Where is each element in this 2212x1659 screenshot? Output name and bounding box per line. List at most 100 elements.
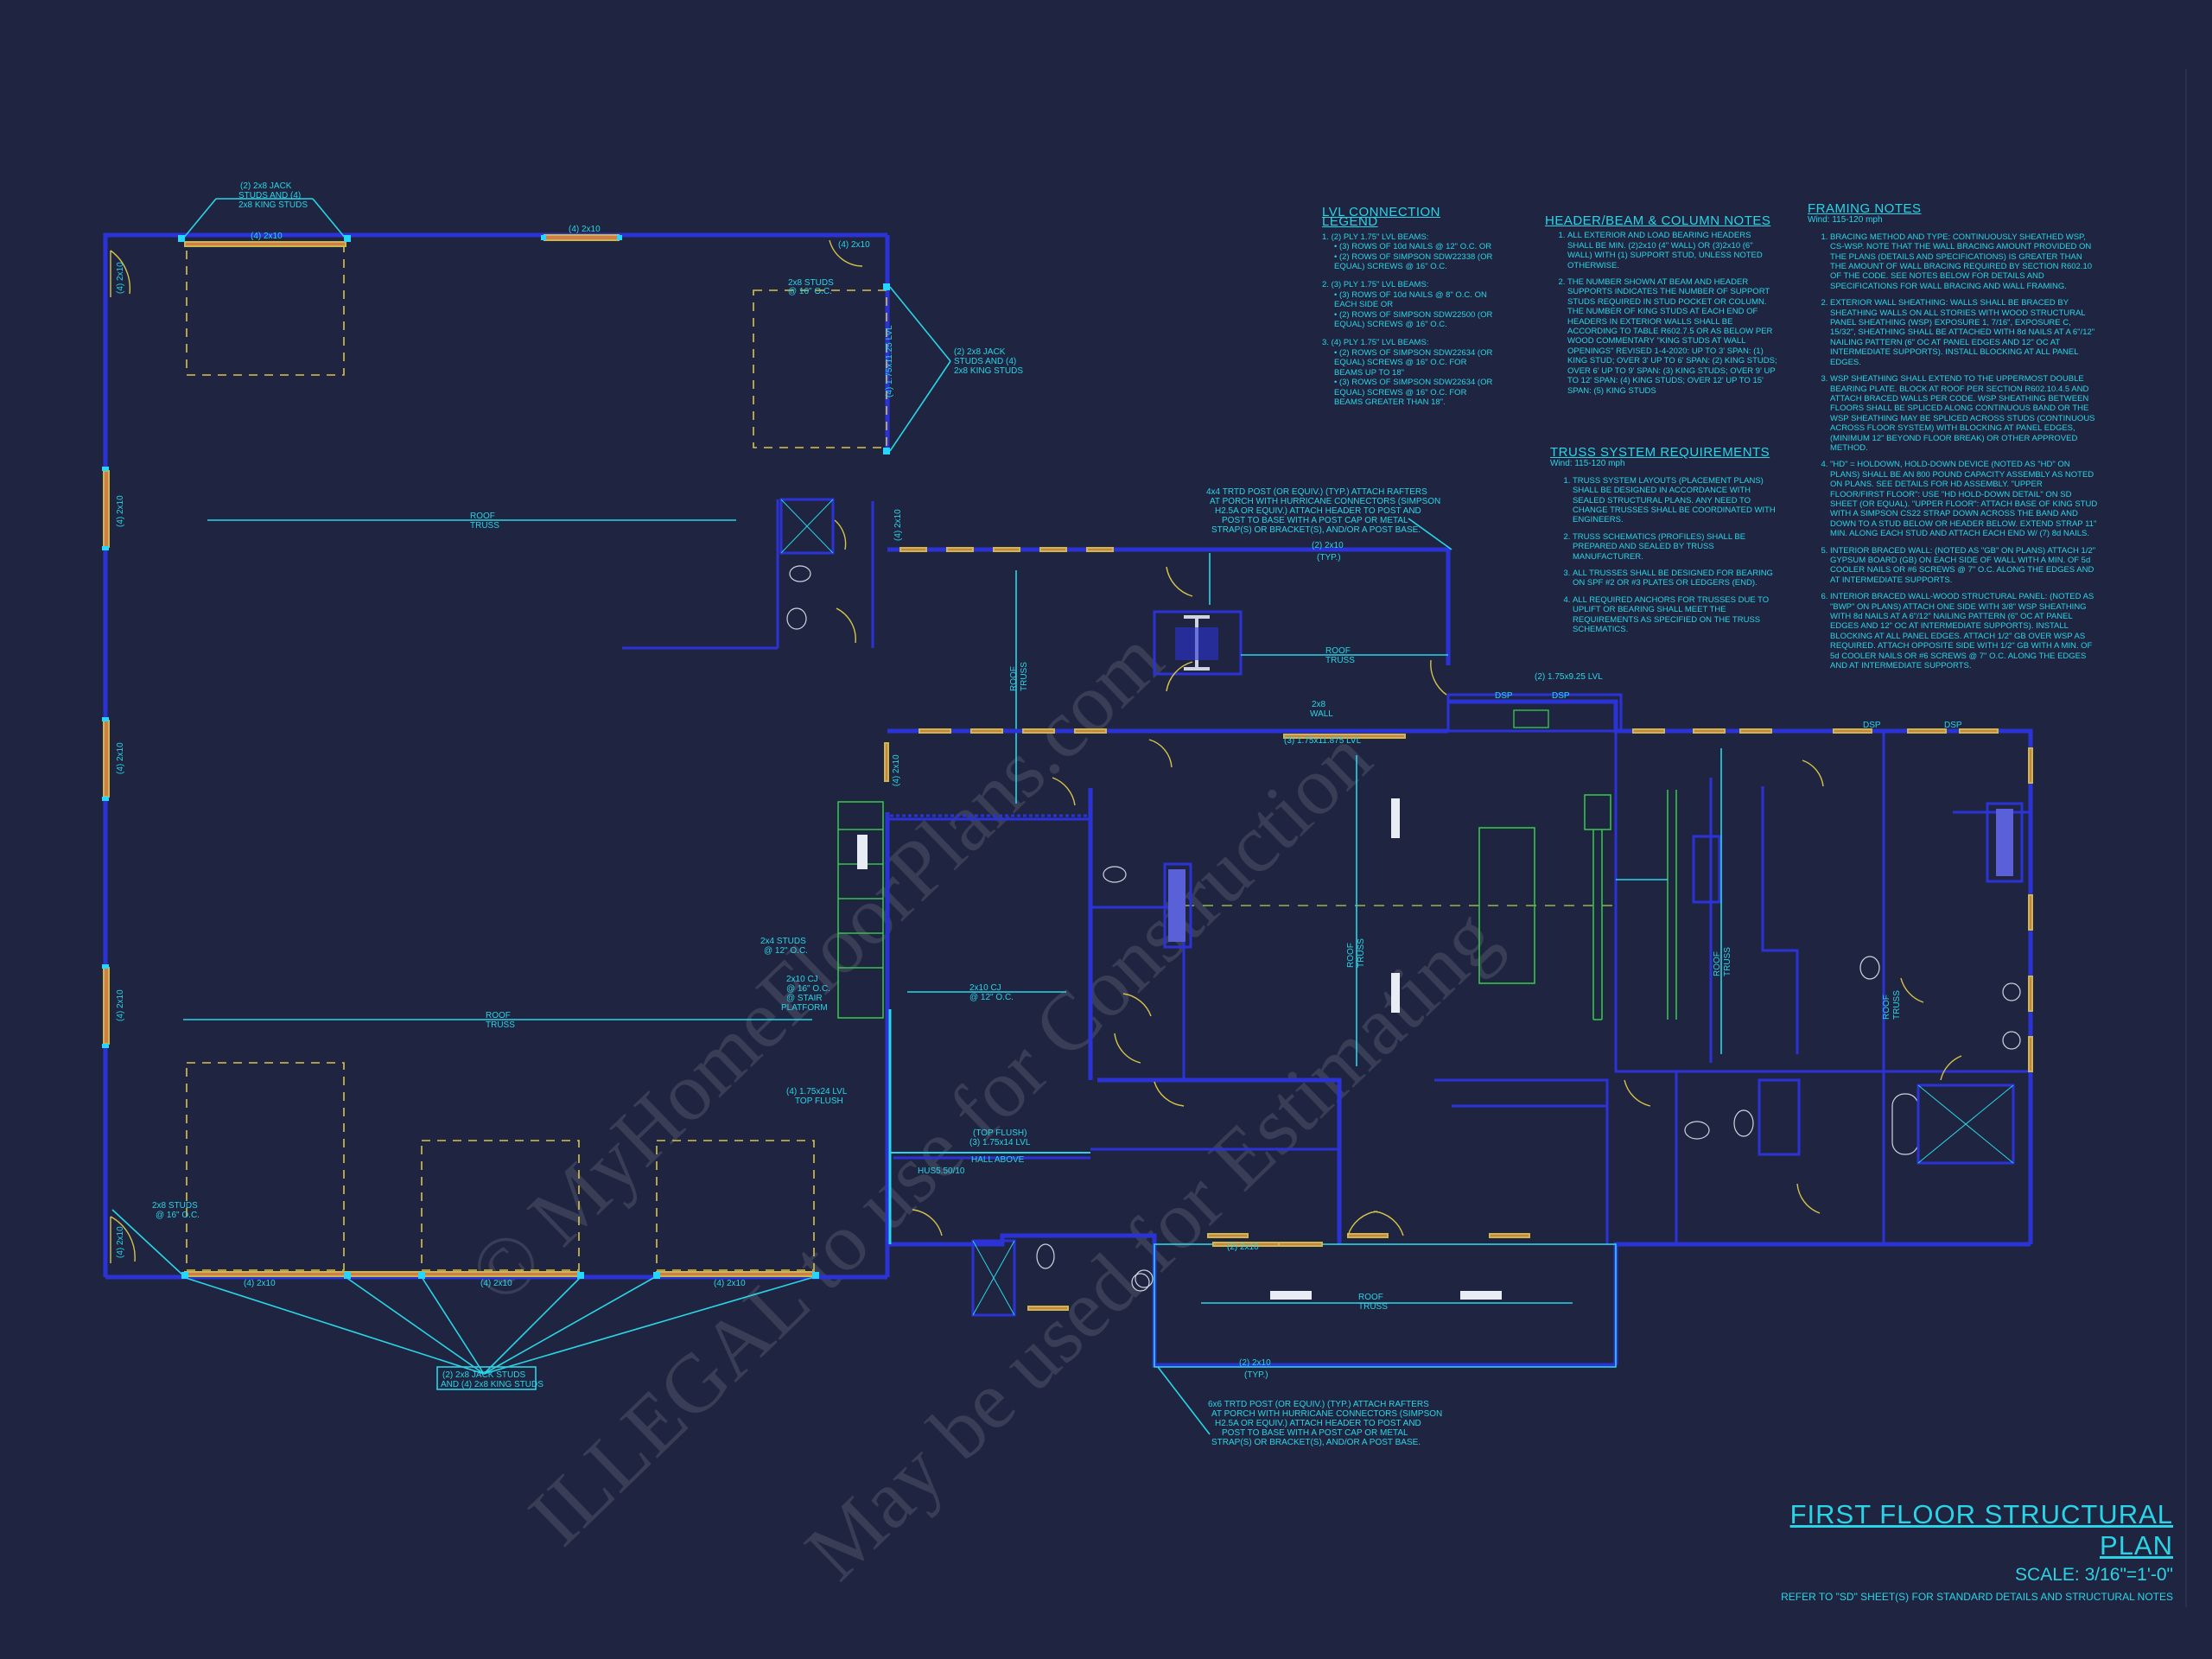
jack-right-l2: STUDS AND (4): [954, 357, 1016, 366]
porch-hdr-top-2: (TYP.): [1317, 553, 1341, 563]
jack-top-l3: 2x8 KING STUDS: [238, 200, 308, 210]
porch-hdr-top-1: (2) 2x10: [1312, 541, 1344, 550]
porch-post-top-5: STRAP(S) OR BRACKET(S), AND/OR A POST BA…: [1211, 525, 1421, 535]
framing-note-2: EXTERIOR WALL SHEATHING: WALLS SHALL BE …: [1830, 298, 2098, 367]
porch-post-top-1: 4x4 TRTD POST (OR EQUIV.) (TYP.) ATTACH …: [1206, 487, 1427, 497]
jack-bottom-2: AND (4) 2x8 KING STUDS: [441, 1380, 543, 1389]
lvl-2-ply: (2) 1.75x9.25 LVL: [1535, 672, 1603, 682]
dsp-3: DSP: [1863, 721, 1881, 730]
studs-bot-2: @ 16" O.C.: [156, 1211, 200, 1220]
porch-post-top-4: POST TO BASE WITH A POST CAP OR METAL: [1222, 516, 1408, 525]
framing-note-3: WSP SHEATHING SHALL EXTEND TO THE UPPERM…: [1830, 374, 2098, 453]
garage-openings: [103, 234, 815, 1277]
porch-header-1: (2) 2x10: [1227, 1243, 1259, 1252]
roof-truss-8b: TRUSS: [1358, 1302, 1388, 1312]
porch-post-bot-5: STRAP(S) OR BRACKET(S), AND/OR A POST BA…: [1211, 1438, 1421, 1447]
header-note-1: ALL EXTERIOR AND LOAD BEARING HEADERS SH…: [1567, 231, 1778, 270]
header-2x10-3: (4) 2x10: [838, 240, 870, 250]
porch-post-bot-3: H2.5A OR EQUIV.) ATTACH HEADER TO POST A…: [1215, 1419, 1421, 1428]
lvl-3-ply: (3) 1.75x11.875 LVL: [1284, 736, 1362, 746]
lvl-group-3: 3. (4) PLY 1.75" LVL BEAMS: • (2) ROWS O…: [1322, 338, 1493, 407]
jack-bottom-1: (2) 2x8 JACK STUDS: [442, 1370, 525, 1380]
lvl-24-1: (4) 1.75x24 LVL: [786, 1087, 848, 1096]
garage-walls: [103, 232, 890, 1280]
cj-2x10-1: 2x10 CJ: [969, 983, 1001, 993]
studs-top-l2: @ 16" O.C.: [788, 287, 832, 296]
roof-truss-5b: TRUSS: [1357, 938, 1366, 968]
framing-note-5: INTERIOR BRACED WALL: (NOTED AS "GB" ON …: [1830, 546, 2098, 586]
dsp-1: DSP: [1495, 691, 1513, 701]
dsp-4: DSP: [1944, 721, 1962, 730]
roof-truss-8a: ROOF: [1358, 1293, 1383, 1302]
porch-post-bot-1: 6x6 TRTD POST (OR EQUIV.) (TYP.) ATTACH …: [1208, 1400, 1429, 1409]
studs-2x4-2: @ 12" O.C.: [764, 946, 808, 956]
framing-wind: Wind: 115-120 mph: [1808, 215, 1883, 226]
studs-top-l1: 2x8 STUDS: [788, 278, 834, 288]
roof-truss-1a: ROOF: [470, 512, 495, 521]
framing-notes: FRAMING NOTES Wind: 115-120 mph BRACING …: [1808, 201, 2098, 677]
side-header-5: (4) 2x10: [116, 1226, 125, 1258]
roof-truss-4a: ROOF: [1325, 646, 1351, 656]
truss-note-3: ALL TRUSSES SHALL BE DESIGNED FOR BEARIN…: [1573, 569, 1783, 588]
header-notes-title: HEADER/BEAM & COLUMN NOTES: [1545, 213, 1771, 228]
truss-note-4: ALL REQUIRED ANCHORS FOR TRUSSES DUE TO …: [1573, 595, 1783, 635]
roof-truss-1b: TRUSS: [470, 521, 499, 531]
roof-truss-7a: ROOF: [1882, 995, 1891, 1020]
framing-note-1: BRACING METHOD AND TYPE: CONTINUOUSLY SH…: [1830, 232, 2098, 291]
sheet-reference: REFER TO "SD" SHEET(S) FOR STANDARD DETA…: [1781, 1591, 2173, 1603]
porch-post-top-2: AT PORCH WITH HURRICANE CONNECTORS (SIMP…: [1210, 497, 1440, 506]
sheet-title: FIRST FLOOR STRUCTURAL PLAN: [1789, 1499, 2173, 1560]
framing-notes-title: FRAMING NOTES: [1808, 201, 1922, 216]
framing-note-6: INTERIOR BRACED WALL-WOOD STRUCTURAL PAN…: [1830, 592, 2098, 671]
hall-2x8-1: 2x8: [1312, 700, 1326, 709]
porch-post-bot-2: AT PORCH WITH HURRICANE CONNECTORS (SIMP…: [1211, 1409, 1442, 1419]
side-header-1: (4) 2x10: [116, 262, 125, 294]
header-notes: HEADER/BEAM & COLUMN NOTES ALL EXTERIOR …: [1545, 213, 1778, 403]
mud-header: (4) 2x10: [893, 509, 903, 541]
side-header-2: (4) 2x10: [116, 495, 125, 527]
lvl-legend-title: LVL CONNECTION LEGEND: [1322, 205, 1441, 230]
lvl-garage: (4) 1.75x11.25 LVL: [885, 325, 894, 397]
truss-note-1: TRUSS SYSTEM LAYOUTS (PLACEMENT PLANS) S…: [1573, 476, 1783, 525]
truss-note-2: TRUSS SCHEMATICS (PROFILES) SHALL BE PRE…: [1573, 532, 1783, 562]
cj-2x10-2: @ 12" O.C.: [969, 993, 1014, 1002]
porch-hdr-bot-2: (TYP.): [1244, 1370, 1268, 1380]
header-note-2: THE NUMBER SHOWN AT BEAM AND HEADER SUPP…: [1567, 277, 1778, 396]
roof-truss-2a: ROOF: [486, 1011, 511, 1020]
house-walls: [885, 699, 2033, 1368]
lvl-group-2: 2. (3) PLY 1.75" LVL BEAMS: • (3) ROWS O…: [1322, 280, 1493, 330]
window-row-top: [899, 547, 1114, 552]
framing-note-4: "HD" = HOLDOWN, HOLD-DOWN DEVICE (NOTED …: [1830, 460, 2098, 538]
roof-truss-2b: TRUSS: [486, 1020, 515, 1030]
jack-leaders: [111, 1209, 815, 1375]
jack-right-l3: 2x8 KING STUDS: [954, 366, 1023, 376]
bot-header-1: (4) 2x10: [244, 1279, 276, 1288]
jack-top-l2: STUDS AND (4): [238, 191, 301, 200]
porch-post-top-3: H2.5A OR EQUIV.) ATTACH HEADER TO POST A…: [1215, 506, 1421, 516]
sheet-scale: SCALE: 3/16"=1'-0": [2015, 1565, 2173, 1585]
stair-cj-3: @ STAIR: [786, 994, 823, 1003]
studs-bot-1: 2x8 STUDS: [152, 1201, 198, 1211]
lvl-legend: LVL CONNECTION LEGEND 1. (2) PLY 1.75" L…: [1322, 205, 1495, 407]
bot-header-3: (4) 2x10: [714, 1279, 746, 1288]
jack-top-l1: (2) 2x8 JACK: [240, 181, 292, 191]
door-swings: [912, 566, 1962, 1236]
bot-header-2: (4) 2x10: [480, 1279, 512, 1288]
lvl-24-2: TOP FLUSH: [795, 1096, 843, 1106]
studs-2x4-1: 2x4 STUDS: [760, 937, 806, 946]
header-2x10-1: (4) 2x10: [251, 232, 283, 241]
house-windows: [884, 728, 2033, 1311]
roof-truss-7b: TRUSS: [1892, 990, 1902, 1020]
garage-posts: [102, 235, 890, 1279]
stair-cj-2: @ 16" O.C.: [786, 984, 830, 994]
title-block: FIRST FLOOR STRUCTURAL PLAN SCALE: 3/16"…: [1763, 1499, 2173, 1603]
hall-2x8-2: WALL: [1310, 709, 1333, 719]
roof-truss-3b: TRUSS: [1020, 662, 1029, 691]
roof-truss-3a: ROOF: [1009, 666, 1019, 691]
dsp-2: DSP: [1552, 691, 1570, 701]
side-header-3: (4) 2x10: [116, 742, 125, 774]
top-flush-3: HALL ABOVE: [971, 1155, 1025, 1165]
porch-post-bot-4: POST TO BASE WITH A POST CAP OR METAL: [1222, 1428, 1408, 1438]
